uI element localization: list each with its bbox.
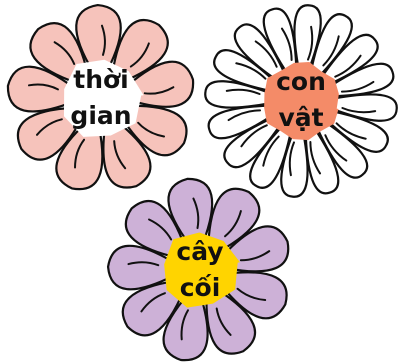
petal bbox=[221, 225, 290, 273]
petal-crease bbox=[309, 140, 322, 175]
petal-crease bbox=[140, 292, 166, 313]
petal-crease bbox=[240, 124, 268, 148]
petal-crease bbox=[335, 122, 367, 140]
petal bbox=[111, 19, 169, 84]
petal-crease bbox=[127, 261, 160, 267]
petal-crease bbox=[341, 106, 377, 114]
petal-crease bbox=[288, 141, 296, 177]
petal bbox=[6, 65, 77, 113]
petal-crease bbox=[129, 42, 150, 68]
petal bbox=[121, 279, 185, 337]
flower-con-vat: con vật bbox=[204, 4, 398, 198]
petal-crease bbox=[36, 118, 63, 136]
petal-crease bbox=[180, 309, 190, 341]
petal-crease bbox=[254, 40, 278, 68]
petal bbox=[75, 3, 122, 74]
petal bbox=[29, 22, 90, 85]
petal-crease bbox=[225, 88, 261, 96]
petal bbox=[124, 199, 187, 259]
flower-label: cây bbox=[176, 237, 223, 266]
petal-crease bbox=[192, 197, 200, 230]
petal bbox=[207, 187, 261, 253]
flower-center bbox=[63, 59, 144, 137]
petal-crease bbox=[235, 62, 267, 80]
flower-center bbox=[264, 61, 339, 141]
petal bbox=[167, 177, 214, 247]
petal-crease bbox=[100, 24, 106, 56]
petal-crease bbox=[137, 121, 166, 138]
flower-label: cối bbox=[180, 273, 221, 302]
petal-crease bbox=[53, 41, 76, 65]
petal-crease bbox=[322, 35, 340, 67]
petal bbox=[106, 244, 177, 291]
petal bbox=[16, 106, 84, 161]
flower-center bbox=[164, 232, 240, 308]
petal-crease bbox=[215, 307, 232, 336]
petal-crease bbox=[280, 27, 293, 62]
petal-crease bbox=[148, 218, 173, 241]
petal-crease bbox=[334, 54, 362, 78]
petal-crease bbox=[113, 140, 127, 170]
petal-crease bbox=[227, 109, 262, 122]
petal bbox=[323, 62, 395, 98]
petal bbox=[55, 121, 104, 191]
flower-cay-coi: cây cối bbox=[106, 177, 290, 362]
petal-crease bbox=[236, 287, 267, 302]
flower-thoi-gian: thời gian bbox=[6, 3, 195, 191]
petal bbox=[162, 292, 209, 362]
flower-label: vật bbox=[278, 103, 323, 132]
flower-label: gian bbox=[70, 101, 131, 130]
flower-label: con bbox=[276, 67, 326, 96]
petal-crease bbox=[224, 210, 242, 238]
petal-crease bbox=[239, 250, 271, 262]
petal-crease bbox=[306, 25, 314, 61]
petal bbox=[102, 120, 152, 189]
petal bbox=[205, 288, 256, 355]
petal-crease bbox=[74, 138, 86, 169]
flower-label: thời bbox=[73, 65, 129, 94]
petal-crease bbox=[27, 83, 59, 91]
petal-crease bbox=[324, 134, 348, 162]
petal-crease bbox=[262, 135, 280, 167]
petal bbox=[220, 271, 288, 320]
petal bbox=[124, 60, 195, 108]
petal-crease bbox=[340, 80, 375, 93]
petal bbox=[120, 104, 188, 157]
petal-crease bbox=[143, 86, 175, 95]
